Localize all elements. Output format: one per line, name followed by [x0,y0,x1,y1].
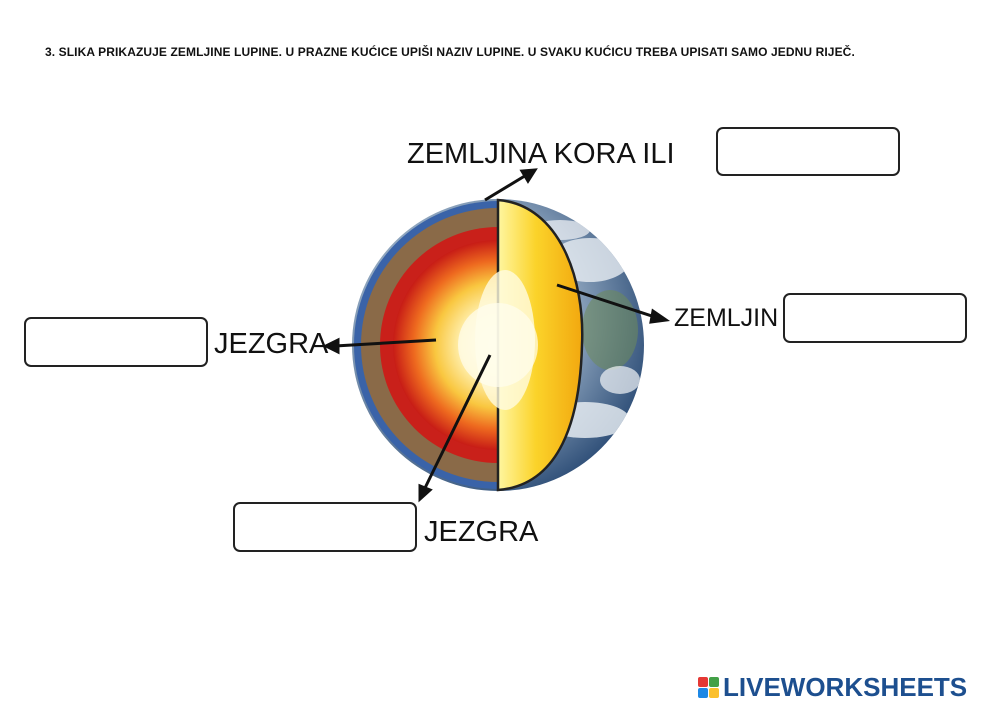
logo-tile [709,676,719,687]
logo-tile [698,687,708,698]
core-layers [393,240,498,450]
label-mantle: ZEMLJIN [674,304,779,332]
brand-name: LIVEWORKSHEETS [723,671,968,702]
liveworksheets-brand: LIVEWORKSHEETS [698,672,967,702]
liveworksheets-logo-icon [698,676,719,698]
logo-tile [709,687,719,698]
logo-tile [698,676,708,687]
inner-core-answer-input[interactable] [233,502,417,552]
instruction-text: 3. SLIKA PRIKAZUJE ZEMLJINE LUPINE. U PR… [45,45,855,59]
label-inner-core: JEZGRA [424,516,539,548]
mantle-answer-input[interactable] [783,293,967,343]
label-crust: ZEMLJINA KORA ILI [407,138,675,170]
crust-answer-input[interactable] [716,127,900,176]
pointer-arrows [322,168,671,503]
outer-core-answer-input[interactable] [24,317,208,367]
mantle-cut-face [496,198,584,492]
label-outer-core: JEZGRA [214,328,329,360]
